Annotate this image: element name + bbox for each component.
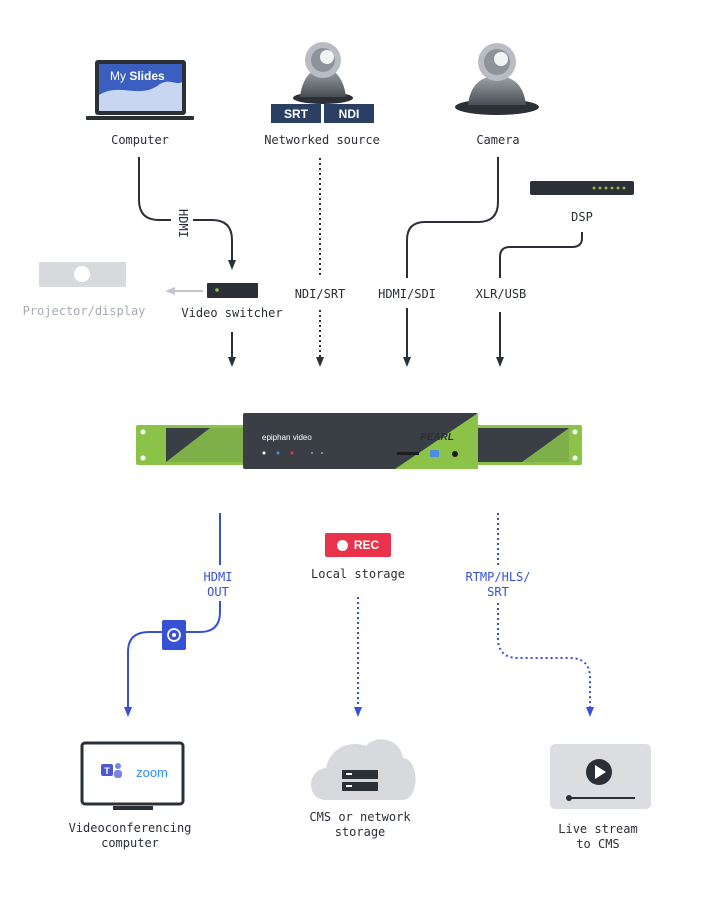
projector-icon [39,262,126,287]
cms-storage-label: CMS or network storage [309,810,411,839]
record-dot-icon [336,539,348,551]
ndi-badge-text: NDI [339,107,360,121]
rec-badge-text: REC [353,538,380,552]
hdmi-sdi-label: HDMI/SDI [378,287,436,301]
video-switcher-label: Video switcher [181,306,283,320]
ptz-camera-icon [293,42,353,104]
pearl-device: epiphan video PEARL [136,413,582,469]
ndi-srt-label: NDI/SRT [294,287,346,301]
hdmi-out-label: HDMI OUT [203,570,233,599]
camera-label: Camera [476,133,520,147]
pearl-brand: epiphan video [262,433,312,442]
hdmi-in-label: HDMI [176,209,190,238]
teams-icon: T [101,763,122,778]
dsp-icon [530,181,634,195]
dsp-label: DSP [571,210,593,224]
projector-label: Projector/display [22,304,146,318]
slide-title: My Slides [110,69,165,83]
zoom-logo: zoom [136,765,168,780]
ndi-badge [324,104,374,123]
video-switcher-icon [207,283,258,298]
camera-line-top [406,157,499,278]
laptop-icon: My Slides [86,60,194,120]
computer-label: Computer [111,133,169,147]
videoconferencing-label: Videoconferencing computer [68,821,192,850]
pearl-model: PEARL [420,432,454,443]
camera-icon [455,43,539,115]
local-storage-label: Local storage [311,567,405,581]
cloud-storage-icon [311,739,416,800]
srt-badge-text: SRT [284,107,309,121]
rtmp-line [497,513,594,717]
networked-source-label: Networked source [264,133,380,147]
srt-badge [271,104,321,123]
video-player-icon [550,744,651,809]
hdmi-out-line [124,513,221,717]
rtmp-hls-srt-label: RTMP/HLS/ SRT [465,570,531,599]
svg-text:T: T [104,766,110,776]
live-stream-label: Live stream to CMS [558,822,638,851]
xlr-usb-label: XLR/USB [475,287,527,301]
monitor-icon [80,741,185,810]
rec-badge: REC [325,533,391,557]
dsp-line-top [499,232,583,278]
